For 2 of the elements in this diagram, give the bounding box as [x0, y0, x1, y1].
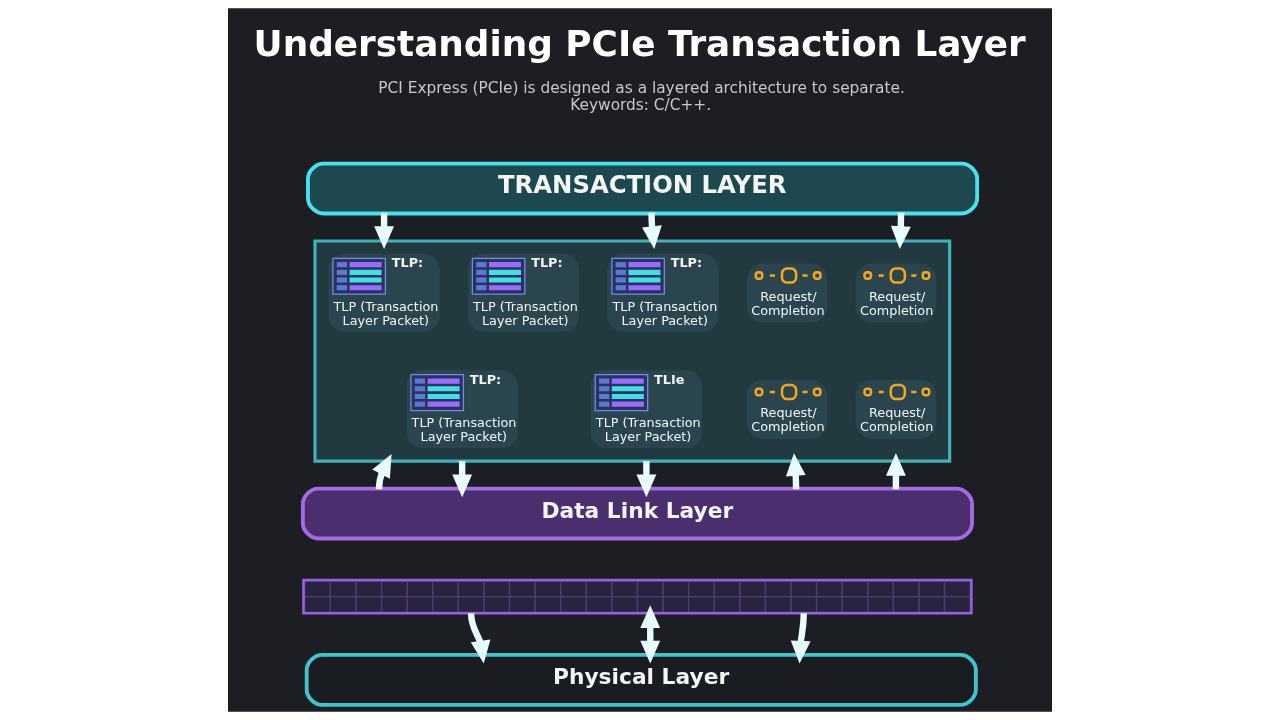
diagram-title: Understanding PCIe Transaction Layer — [253, 22, 1026, 64]
caption: PCI Express (PCIe) is designed as a layered architecture to separate. Keywords: C/C++. — [378, 79, 905, 114]
